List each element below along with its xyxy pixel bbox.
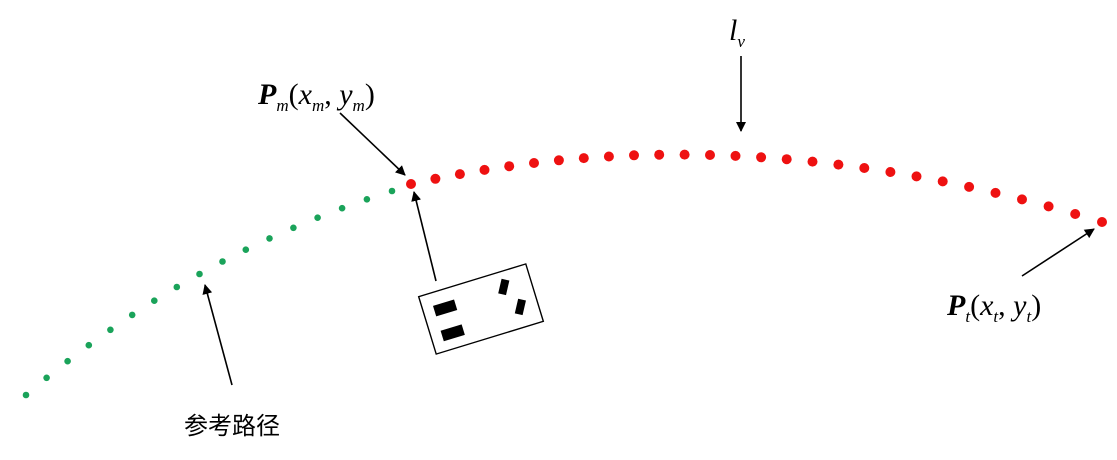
lookahead-dot xyxy=(578,153,589,164)
reference-path-dot xyxy=(151,297,158,305)
lookahead-dot xyxy=(705,150,715,160)
vehicle-rear-wheel-top xyxy=(432,299,458,317)
lookahead-segment-dots xyxy=(406,149,1107,227)
reference-path-dot xyxy=(242,246,250,253)
reference-path-dot xyxy=(128,311,136,319)
reference-path-dot xyxy=(173,283,181,291)
lookahead-dot xyxy=(964,181,975,192)
lookahead-dot xyxy=(859,163,870,173)
point-t-arrow xyxy=(1021,228,1095,277)
lookahead-dot xyxy=(479,164,490,175)
vehicle-front-wheel-top xyxy=(498,278,510,296)
reference-path-dot xyxy=(338,204,346,212)
vehicle-rear-wheel-bottom xyxy=(440,324,465,342)
reference-path-dot xyxy=(43,374,50,382)
reference-path-dot xyxy=(22,391,30,399)
reference-path-dot xyxy=(363,196,371,203)
lookahead-label: lv xyxy=(729,14,745,51)
vehicle-heading-arrow xyxy=(411,191,437,282)
reference-path-arrow xyxy=(202,284,233,386)
lookahead-dot xyxy=(781,154,792,165)
lookahead-dot xyxy=(807,156,818,167)
point-m-label: Pm(xm, ym) xyxy=(257,78,375,115)
lookahead-dot xyxy=(1017,194,1027,205)
reference-path-dot xyxy=(266,235,273,242)
reference-path-dot xyxy=(107,326,114,334)
lookahead-dot xyxy=(911,171,922,182)
lookahead-dot xyxy=(529,158,539,168)
lookahead-dot xyxy=(756,152,767,163)
reference-path-dot xyxy=(290,224,297,232)
lookahead-dot xyxy=(1070,209,1081,219)
lookahead-dot xyxy=(679,149,690,160)
lookahead-dot xyxy=(1043,201,1054,212)
lookahead-dot xyxy=(504,161,515,172)
reference-path-dot xyxy=(196,270,203,278)
reference-path-dot xyxy=(85,341,93,349)
reference-path-dot xyxy=(388,187,396,195)
point-t-dot xyxy=(1097,217,1107,227)
point-m-arrow xyxy=(339,112,406,176)
lookahead-dot xyxy=(553,155,564,166)
lookahead-dot xyxy=(430,173,441,184)
lookahead-dot xyxy=(833,159,844,170)
reference-path-dot xyxy=(314,214,321,221)
reference-path-dot xyxy=(219,258,226,265)
lookahead-dot xyxy=(730,150,741,161)
point-m-dot xyxy=(406,179,416,189)
lookahead-dot xyxy=(885,167,896,177)
lookahead-dot xyxy=(937,176,948,187)
lookahead-dot xyxy=(603,151,614,162)
point-t-label: Pt(xt, yt) xyxy=(946,289,1041,326)
reference-path-dots xyxy=(22,187,396,399)
vehicle-front-wheel-bottom xyxy=(514,298,526,316)
lookahead-dot xyxy=(454,169,465,180)
lookahead-dot xyxy=(629,150,639,161)
reference-path-dot xyxy=(64,357,71,365)
lookahead-dot xyxy=(654,149,665,160)
reference-path-label: 参考路径 xyxy=(184,412,280,440)
lookahead-dot xyxy=(990,187,1001,198)
vehicle-icon xyxy=(417,263,545,355)
